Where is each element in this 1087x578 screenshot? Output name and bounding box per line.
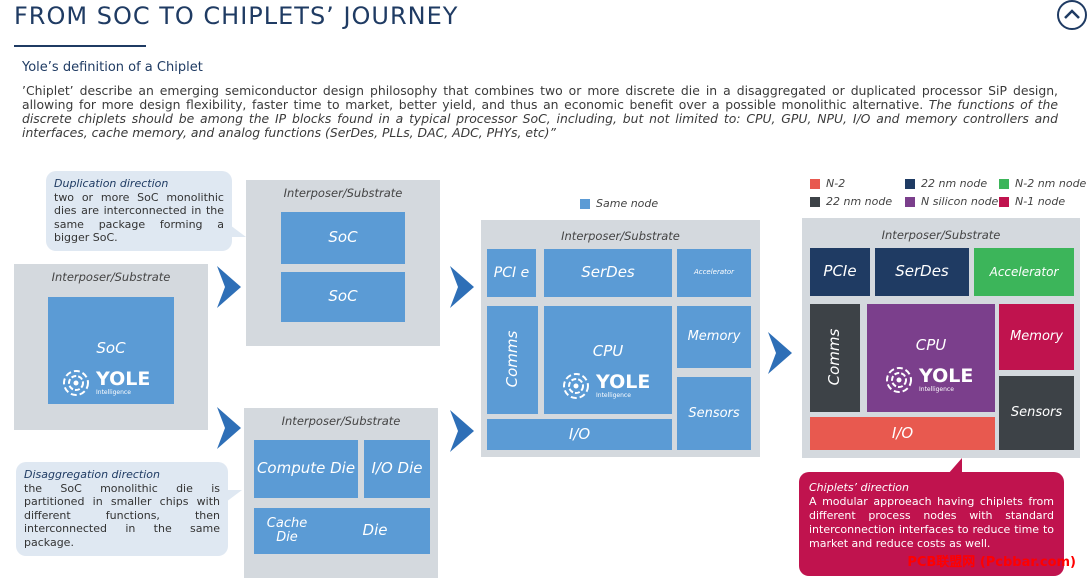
legend-22nm-navy: 22 nm node <box>905 177 987 190</box>
soc-label: SoC <box>96 339 126 357</box>
legend-22nm-gray: 22 nm node <box>810 195 892 208</box>
yole-logo-text: YOLE <box>96 368 151 390</box>
comms-label: Comms <box>503 330 522 388</box>
definition-italic: The functions of the discrete chiplets s… <box>22 97 1058 140</box>
yole-logo-sub: Intelligence <box>596 392 631 399</box>
io-chiplet: I/O <box>810 417 995 450</box>
comms-block: Comms <box>487 306 538 414</box>
legend-swatch <box>905 196 915 207</box>
duplication-callout: Duplication direction two or more SoC mo… <box>46 171 232 251</box>
title-underline <box>14 45 146 47</box>
die-block: Die <box>320 508 430 554</box>
legend-n2nm: N-2 nm node <box>999 177 1086 190</box>
legend-swatch <box>999 178 1009 189</box>
panel-label: Interposer/Substrate <box>51 270 171 284</box>
disaggregation-callout-pointer <box>226 490 242 502</box>
legend-label: N silicon node <box>921 195 999 208</box>
comms-chiplet: Comms <box>810 304 860 412</box>
duplication-text: two or more SoC monolithic dies are inte… <box>54 190 224 245</box>
chiplet-callout-pointer <box>948 458 962 474</box>
same-node-panel: Interposer/Substrate PCI e SerDes Accele… <box>481 220 760 457</box>
yole-logo-text: YOLE <box>919 365 974 387</box>
to-same-node-arrow-icon <box>446 264 478 314</box>
legend-label: 22 nm node <box>921 177 988 190</box>
accelerator-chiplet: Accelerator <box>974 248 1074 296</box>
page-title: FROM SOC TO CHIPLETS’ JOURNEY <box>14 2 459 30</box>
legend-label: N-1 node <box>1015 195 1066 208</box>
same-node-legend: Same node <box>580 197 658 210</box>
soc-block-1: SoC <box>281 212 405 264</box>
io-die-block: I/O Die <box>364 440 430 498</box>
soc-block-2: SoC <box>281 272 405 322</box>
same-node-swatch <box>580 198 590 209</box>
duplication-panel: Interposer/Substrate SoC SoC <box>246 180 440 346</box>
legend-n-silicon: N silicon node <box>905 195 998 208</box>
cpu-label: CPU <box>915 336 947 354</box>
memory-block: Memory <box>677 306 751 368</box>
yole-swirl-icon <box>563 373 589 399</box>
cpu-label: CPU <box>592 342 624 360</box>
legend-swatch <box>810 178 820 189</box>
disaggregation-panel: Interposer/Substrate Compute Die I/O Die… <box>244 408 438 578</box>
chiplets-direction-text: A modular approeach having chiplets from… <box>809 495 1054 550</box>
panel-label: Interposer/Substrate <box>561 229 680 243</box>
disaggregation-title: Disaggregation direction <box>24 468 160 481</box>
scroll-top-icon[interactable] <box>1057 0 1087 30</box>
disaggregation-arrow-icon <box>213 405 245 455</box>
sensors-block: Sensors <box>677 377 751 450</box>
serdes-block: SerDes <box>544 249 672 297</box>
yole-logo-sub: Intelligence <box>96 389 131 396</box>
chiplet-panel: Interposer/Substrate PCIe SerDes Acceler… <box>802 218 1080 458</box>
legend-swatch <box>999 196 1009 207</box>
disaggregation-callout: Disaggregation direction the SoC monolit… <box>16 462 228 556</box>
duplication-callout-pointer <box>230 225 246 237</box>
definition-normal: ’Chiplet’ describe an emerging semicondu… <box>22 83 1058 112</box>
legend-swatch <box>905 178 915 189</box>
sensors-chiplet: Sensors <box>999 376 1074 450</box>
serdes-chiplet: SerDes <box>875 248 969 296</box>
panel-label: Interposer/Substrate <box>281 414 401 428</box>
chiplets-direction-title: Chiplets’ direction <box>809 481 909 494</box>
legend-label: N-2 <box>826 177 846 190</box>
pcie-block: PCI e <box>487 249 536 297</box>
chiplets-direction-callout: Chiplets’ direction A modular approeach … <box>799 472 1064 576</box>
same-node-legend-label: Same node <box>596 197 659 210</box>
section-subtitle: Yole’s definition of a Chiplet <box>22 60 203 75</box>
pcie-chiplet: PCIe <box>810 248 870 296</box>
panel-label: Interposer/Substrate <box>881 228 1001 242</box>
disaggregation-text: the SoC monolithic die is partitioned in… <box>24 481 220 549</box>
yole-logo-sub: Intelligence <box>919 386 954 393</box>
compute-die-block: Compute Die <box>254 440 358 498</box>
accelerator-block: Accelerator <box>677 249 751 297</box>
duplication-title: Duplication direction <box>54 177 169 190</box>
duplication-arrow-icon <box>213 264 245 314</box>
memory-chiplet: Memory <box>999 304 1074 370</box>
yole-logo-text: YOLE <box>596 371 651 393</box>
legend-swatch <box>810 196 820 207</box>
io-block: I/O <box>487 419 672 450</box>
legend-label: 22 nm node <box>826 195 893 208</box>
watermark: PCB联盟网 (Pcbbar.com) <box>907 555 1076 570</box>
legend-label: N-2 nm node <box>1015 177 1087 190</box>
comms-label: Comms <box>825 328 844 386</box>
yole-swirl-icon <box>886 367 912 393</box>
to-same-node-arrow-2-icon <box>446 408 478 458</box>
cache-die-block: Cache Die <box>254 508 320 554</box>
legend-n1: N-1 node <box>999 195 1065 208</box>
definition-paragraph: ’Chiplet’ describe an emerging semicondu… <box>22 84 1058 140</box>
panel-label: Interposer/Substrate <box>283 186 403 200</box>
legend-n2: N-2 <box>810 177 845 190</box>
yole-swirl-icon <box>63 370 89 396</box>
to-chiplet-arrow-icon <box>764 330 796 380</box>
